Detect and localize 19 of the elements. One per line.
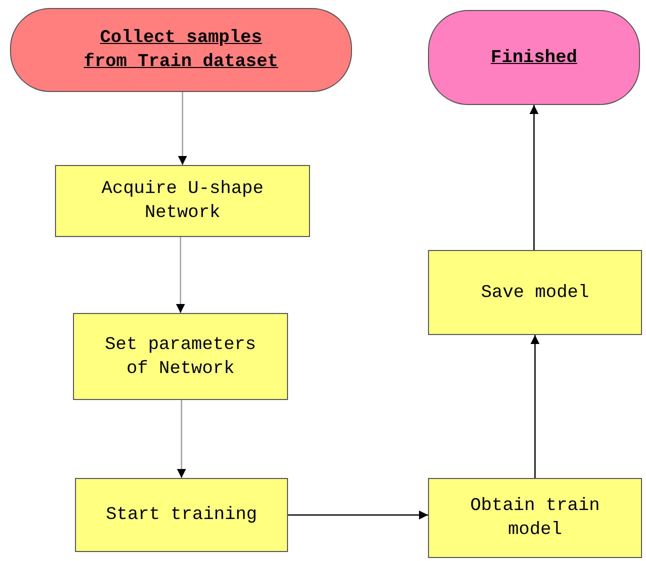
node-label: Finished — [490, 46, 578, 70]
arrow — [178, 92, 187, 165]
process-box — [55, 165, 310, 237]
arrow — [176, 237, 185, 313]
process-box — [73, 313, 288, 400]
arrow — [530, 335, 540, 478]
node-label: Start training — [106, 504, 258, 527]
terminal-box — [428, 10, 640, 105]
arrow — [530, 105, 538, 250]
process-box — [75, 478, 288, 552]
node-label: Collect samples from Train dataset — [82, 27, 280, 74]
arrow — [288, 510, 428, 520]
node-label: Acquire U-shape Network — [100, 178, 265, 225]
node-label: Set parameters of Network — [104, 334, 257, 380]
arrow — [177, 400, 186, 478]
node-label: Obtain train model — [469, 495, 601, 542]
process-box — [428, 478, 642, 558]
node-label: Save model — [480, 282, 590, 304]
process-box — [428, 250, 642, 335]
